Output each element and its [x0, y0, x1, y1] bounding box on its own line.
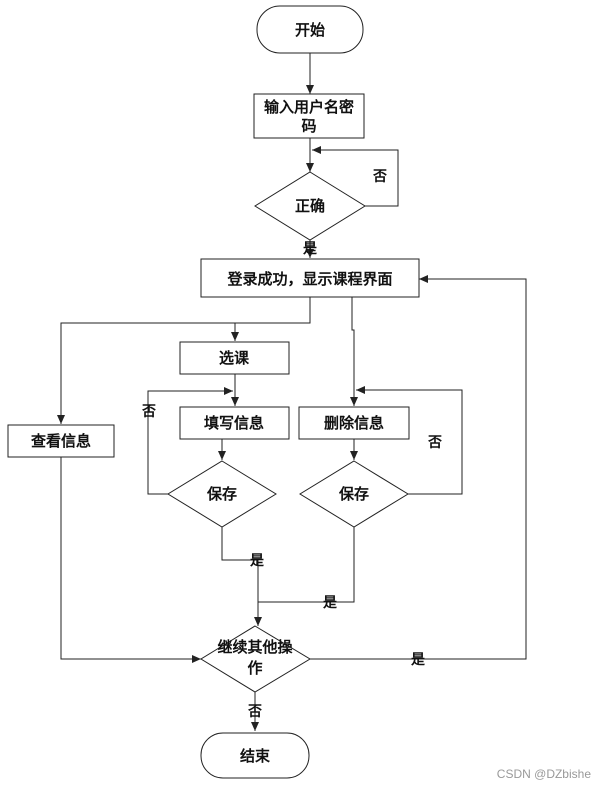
edge-saveleft-no-loop: [147, 387, 233, 495]
save-right-no-label: 否: [427, 435, 442, 451]
correct-yes-label: 是: [303, 241, 318, 257]
end-node: 结束: [200, 732, 310, 779]
view-info-node: 查看信息: [7, 424, 115, 458]
correct-label: 正确: [295, 197, 325, 215]
continue-decision: 继续其他操 作: [200, 625, 311, 693]
delete-info-node: 删除信息: [298, 406, 410, 440]
input-credentials-node: 输入用户名密 码: [253, 93, 365, 139]
dashboard-node: 登录成功，显示课程界面: [200, 258, 420, 298]
edge-saveright-no-loop: [356, 386, 463, 495]
select-course-node: 选课: [179, 341, 290, 375]
correct-no-label: 否: [372, 169, 387, 185]
continue-no-label: 否: [247, 704, 262, 720]
save-right-decision: 保存: [299, 460, 409, 528]
delete-info-label: 删除信息: [324, 414, 384, 432]
watermark: CSDN @DZbishe: [497, 767, 592, 781]
edge-correct-no-loop: [312, 146, 399, 207]
edge-view-to-continue: [60, 457, 201, 663]
correct-decision: 正确: [254, 171, 366, 241]
input-label-line2: 码: [301, 117, 316, 135]
start-label: 开始: [295, 21, 325, 39]
view-info-label: 查看信息: [31, 432, 91, 450]
continue-label-line2: 作: [247, 659, 262, 677]
save-left-label: 保存: [206, 485, 237, 503]
edges: [57, 53, 527, 731]
edge-dashboard-to-view: [57, 322, 235, 424]
dashboard-label: 登录成功，显示课程界面: [226, 270, 392, 288]
select-course-label: 选课: [219, 349, 250, 367]
save-right-label: 保存: [338, 485, 369, 503]
input-label-line1: 输入用户名密: [264, 98, 354, 116]
edge-saveright-yes: [258, 527, 355, 603]
edge-dashboard-to-delete: [350, 297, 358, 406]
fill-info-label: 填写信息: [204, 414, 264, 432]
start-node: 开始: [256, 5, 364, 54]
edge-dashboard-to-select: [231, 297, 311, 341]
end-label: 结束: [240, 747, 271, 765]
edge-labels: 否 是 否 是 否 是 是 否: [141, 169, 442, 720]
continue-yes-label: 是: [411, 652, 426, 668]
fill-info-node: 填写信息: [179, 406, 290, 440]
continue-label-line1: 继续其他操: [217, 638, 293, 656]
save-left-no-label: 否: [141, 404, 156, 420]
save-right-yes-label: 是: [323, 595, 338, 611]
edge-continue-yes-loop: [310, 275, 527, 660]
save-left-yes-label: 是: [250, 553, 265, 569]
save-left-decision: 保存: [167, 460, 277, 528]
edge-saveleft-yes: [221, 527, 262, 626]
